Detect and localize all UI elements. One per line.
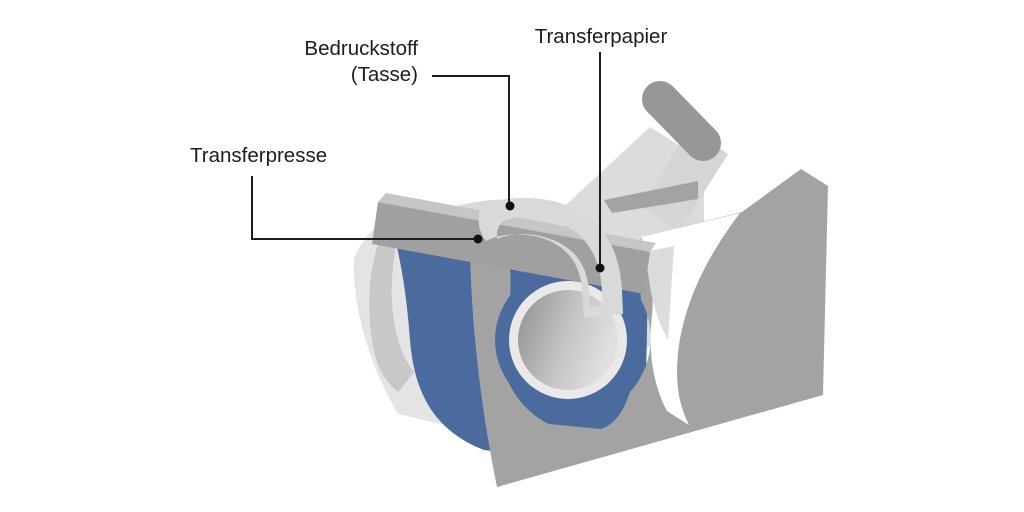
label-transferpresse: Transferpresse [190,144,327,167]
rear-frame-sliver [645,246,674,340]
lever-handle [642,81,721,161]
leader-dot-transferpapier [595,263,605,273]
leader-dot-transferpresse [473,234,483,244]
label-transferpapier: Transferpapier [535,25,668,48]
labels: Bedruckstoff (Tasse) Transferpapier Tran… [190,25,667,167]
leader-line-bedruckstoff [432,75,510,205]
press-front-frame [470,169,828,487]
leader-line-transferpresse [251,176,477,240]
label-bedruckstoff-line2: (Tasse) [351,63,418,86]
rear-frame-edge-strip [604,181,698,213]
mug-bottom-rim-crescent [369,230,414,392]
label-bedruckstoff-line1: Bedruckstoff [304,37,418,60]
leader-lines [251,52,601,266]
mug-handle [478,197,623,318]
leader-dots [473,201,605,273]
heat-band-and-base [470,169,828,487]
leader-dot-bedruckstoff [505,201,515,211]
